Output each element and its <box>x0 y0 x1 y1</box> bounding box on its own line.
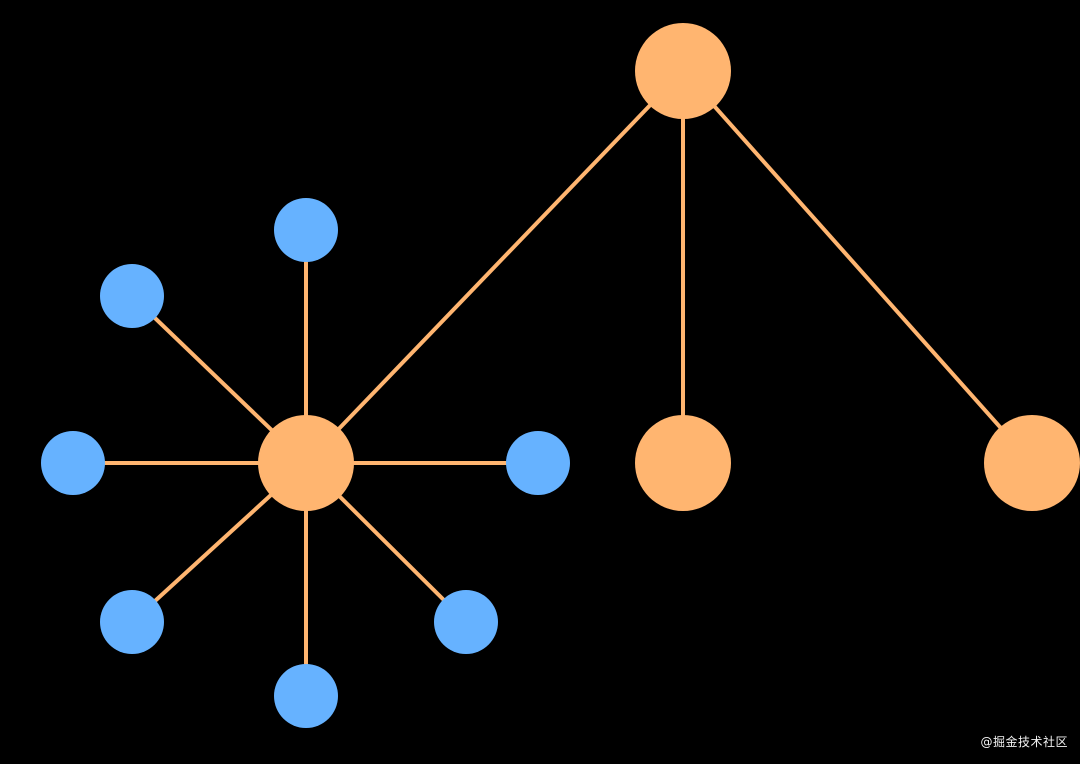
node-root <box>635 23 731 119</box>
watermark-text: @掘金技术社区 <box>980 735 1068 749</box>
node-leaf-right <box>506 431 570 495</box>
node-leaf-lower-right <box>434 590 498 654</box>
node-leaf-bottom <box>274 664 338 728</box>
node-mid <box>635 415 731 511</box>
node-leaf-left <box>41 431 105 495</box>
node-right <box>984 415 1080 511</box>
edge-root-right <box>681 69 1034 465</box>
diagram-nodes <box>41 23 1080 728</box>
node-leaf-lower-left <box>100 590 164 654</box>
edge-root-center <box>304 69 685 465</box>
diagram-edges <box>73 69 1034 696</box>
node-leaf-upper-left <box>100 264 164 328</box>
node-leaf-top <box>274 198 338 262</box>
node-center <box>258 415 354 511</box>
